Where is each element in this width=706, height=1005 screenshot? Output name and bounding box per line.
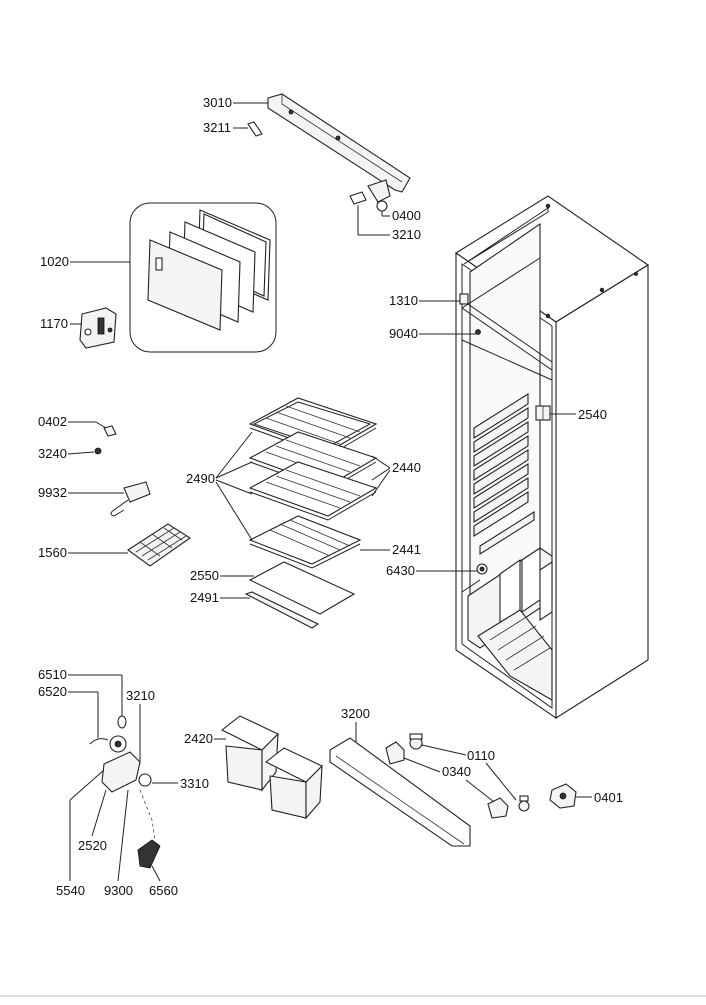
label-0400: 0400 <box>392 208 421 223</box>
glass-shelf-2550 <box>248 561 356 615</box>
foot-0340-b <box>487 797 509 819</box>
part-3240 <box>94 447 102 455</box>
door-handle-1170 <box>79 307 117 349</box>
label-3310: 3310 <box>180 776 209 791</box>
shelf-4 <box>248 515 362 569</box>
top-hinge-bar <box>267 93 411 193</box>
label-3210-top: 3210 <box>392 227 421 242</box>
foot-0110-b <box>518 795 530 812</box>
label-6560: 6560 <box>149 883 178 898</box>
label-9040: 9040 <box>389 326 418 341</box>
label-6520: 6520 <box>38 684 67 699</box>
label-6430: 6430 <box>386 563 415 578</box>
foot-0401 <box>549 783 577 809</box>
door-assembly-box <box>129 202 277 353</box>
thermostat-housing-2520 <box>101 735 141 793</box>
shelf-3 <box>248 461 378 521</box>
hinge-pin-3211 <box>247 121 263 137</box>
lamp-cover-6520 <box>89 738 109 745</box>
cabinet-shelf-ribs <box>473 393 535 555</box>
label-3210-bottom: 3210 <box>126 688 155 703</box>
label-2550: 2550 <box>190 568 219 583</box>
label-9932: 9932 <box>38 485 67 500</box>
label-2491: 2491 <box>190 590 219 605</box>
sensor-6560 <box>137 839 161 869</box>
label-2440: 2440 <box>392 460 421 475</box>
cabinet-bottom-grille <box>477 609 553 701</box>
lamp-holder-2540 <box>535 405 551 421</box>
label-1560: 1560 <box>38 545 67 560</box>
label-2540: 2540 <box>578 407 607 422</box>
label-3200: 3200 <box>341 706 370 721</box>
label-3240: 3240 <box>38 446 67 461</box>
label-0340: 0340 <box>442 764 471 779</box>
label-3211: 3211 <box>203 120 231 135</box>
shelf-trim-2491 <box>244 591 320 629</box>
label-1310: 1310 <box>389 293 418 308</box>
label-9300: 9300 <box>104 883 133 898</box>
label-2420: 2420 <box>184 731 213 746</box>
thermostat-6430 <box>476 563 488 575</box>
bracket-1310 <box>459 293 469 305</box>
crisper-bin-1 <box>220 715 279 792</box>
hinge-bracket-0400 <box>367 179 391 212</box>
label-0110: 0110 <box>467 748 495 763</box>
part-0402 <box>103 425 117 437</box>
part-9040 <box>475 329 481 335</box>
ice-tray-1560 <box>127 523 191 567</box>
knob-3310 <box>138 773 152 787</box>
label-0402: 0402 <box>38 414 67 429</box>
label-2520: 2520 <box>78 838 107 853</box>
label-3010: 3010 <box>203 95 232 110</box>
crisper-bin-2 <box>264 747 323 820</box>
ice-scraper-9932 <box>110 481 151 517</box>
foot-0340-a <box>385 741 405 765</box>
cabinet-body <box>454 195 650 720</box>
label-5540: 5540 <box>56 883 85 898</box>
label-0401: 0401 <box>594 790 623 805</box>
label-1020: 1020 <box>40 254 69 269</box>
label-1170: 1170 <box>40 316 68 331</box>
label-2441: 2441 <box>392 542 421 557</box>
lamp-bulb-6510 <box>117 715 127 729</box>
foot-0110-a <box>409 733 423 750</box>
label-2490: 2490 <box>186 471 215 486</box>
bottom-bar-3200 <box>329 737 471 847</box>
hinge-pin-3210-top <box>349 191 367 205</box>
label-6510: 6510 <box>38 667 67 682</box>
